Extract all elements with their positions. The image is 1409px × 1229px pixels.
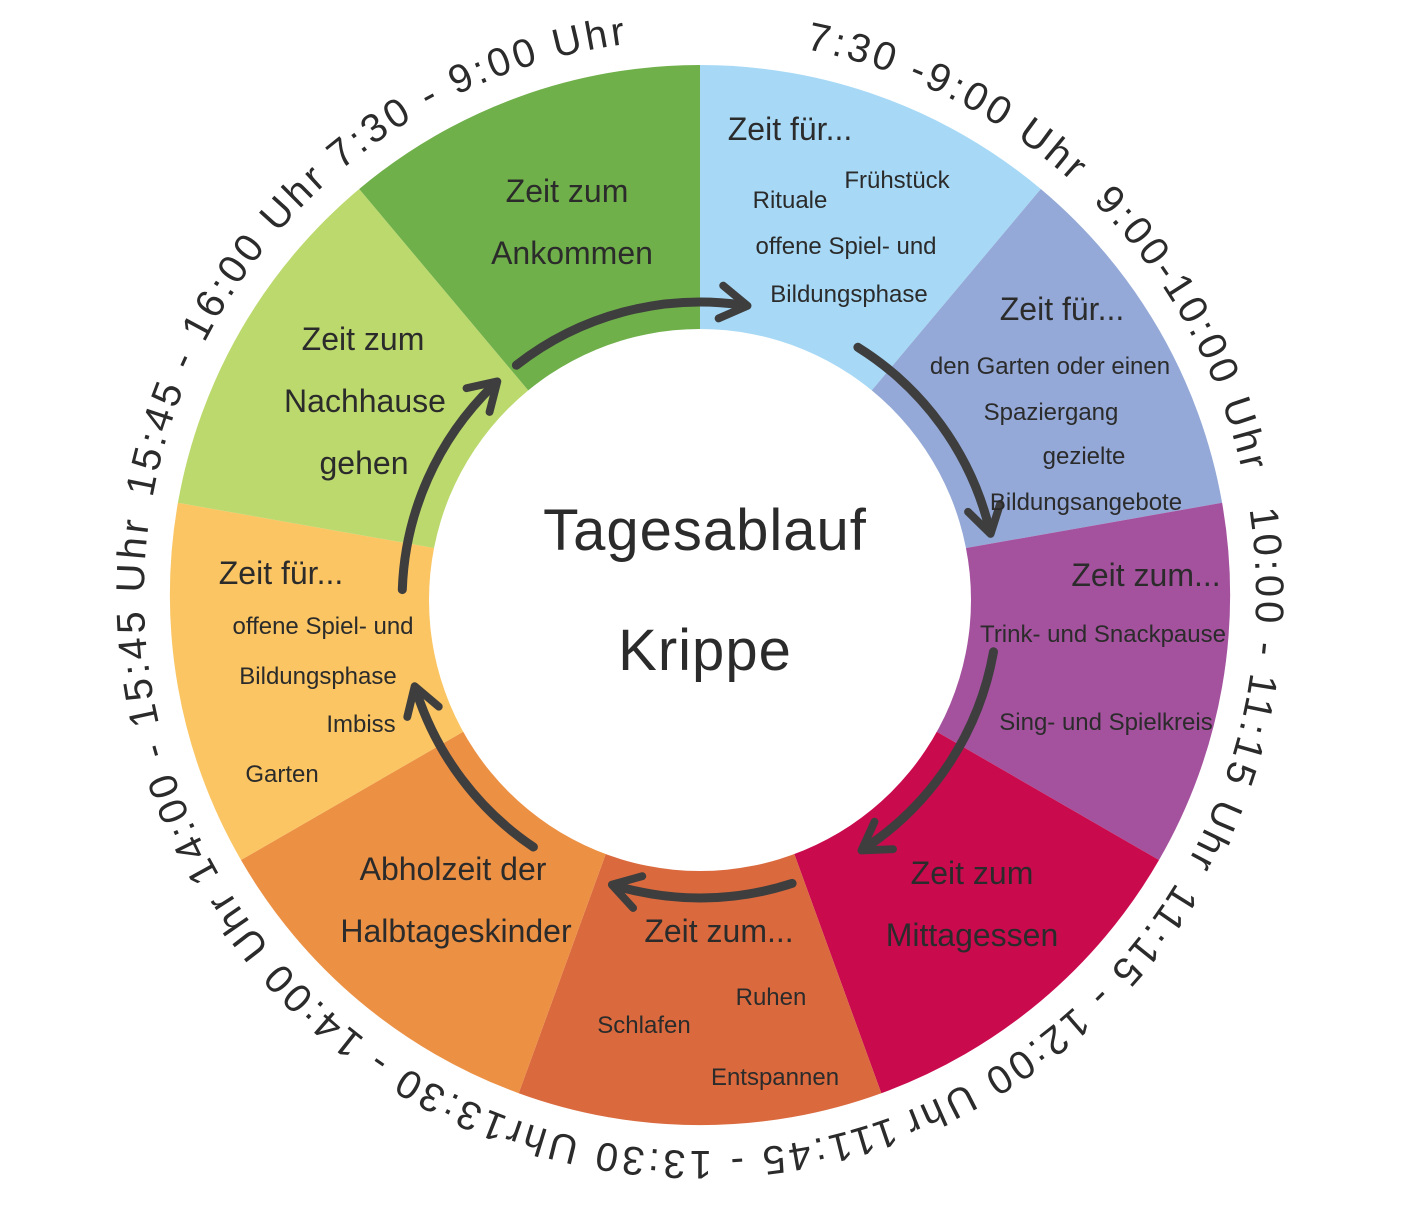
segment-title-freispiel-morgen: Zeit für...	[728, 111, 852, 147]
segment-title-ankommen-line1: Zeit zum	[506, 173, 629, 209]
segment-item-entspannen: Entspannen	[711, 1064, 839, 1091]
segment-item-fruehstueck: Frühstück	[844, 167, 950, 194]
segment-title-abholzeit-line1: Abholzeit der	[360, 851, 547, 887]
segment-title-nachhause-line3: gehen	[320, 445, 409, 481]
segment-title-nachhause-line1: Zeit zum	[302, 321, 425, 357]
segment-item-offene-spiel-morgen: offene Spiel- und	[755, 233, 936, 260]
segment-item-trink-snackpause: Trink- und Snackpause	[980, 621, 1226, 648]
segment-item-bildungsangebote: Bildungsangebote	[990, 489, 1182, 516]
cycle-arrows	[397, 281, 1005, 912]
segment-title-snack-singkreis: Zeit zum...	[1071, 557, 1220, 593]
cycle-arrow-2	[853, 342, 1005, 538]
segment-item-imbiss: Imbiss	[326, 711, 395, 738]
cycle-arrow-3	[857, 647, 998, 855]
segment-title-mittagessen-line2: Mittagessen	[886, 917, 1059, 953]
segment-item-offene-spiel-nachmittag: offene Spiel- und	[232, 613, 413, 640]
segment-title-mittagessen-line1: Zeit zum	[911, 855, 1034, 891]
segment-title-garten-spaziergang: Zeit für...	[1000, 291, 1124, 327]
cycle-arrow-1	[511, 281, 752, 370]
segment-item-bildungsphase-nachmittag: Bildungsphase	[239, 663, 396, 690]
center-title-line2: Krippe	[618, 618, 792, 683]
segment-item-rituale: Rituale	[753, 187, 828, 214]
segment-item-den-garten: den Garten oder einen	[930, 353, 1170, 380]
segment-item-garten: Garten	[245, 761, 318, 788]
segment-item-schlafen: Schlafen	[597, 1012, 690, 1039]
cycle-arrow-6	[397, 377, 502, 595]
segment-item-ruhen: Ruhen	[736, 984, 807, 1011]
cycle-arrow-5	[403, 682, 538, 852]
segment-item-spaziergang: Spaziergang	[984, 399, 1119, 426]
cycle-arrow-4	[607, 872, 797, 912]
center-title-line1: Tagesablauf	[543, 498, 867, 563]
segment-title-ankommen-line2: Ankommen	[491, 235, 653, 271]
segment-title-schlafen-ruhen: Zeit zum...	[644, 913, 793, 949]
segment-item-gezielte: gezielte	[1043, 443, 1126, 470]
center-circle	[429, 329, 971, 871]
segment-title-freispiel-nachmittag: Zeit für...	[219, 555, 343, 591]
segment-item-bildungsphase-morgen: Bildungsphase	[770, 281, 927, 308]
segment-item-sing-spielkreis: Sing- und Spielkreis	[999, 709, 1212, 736]
segment-title-nachhause-line2: Nachhause	[284, 383, 446, 419]
segment-title-abholzeit-line2: Halbtageskinder	[340, 913, 572, 949]
